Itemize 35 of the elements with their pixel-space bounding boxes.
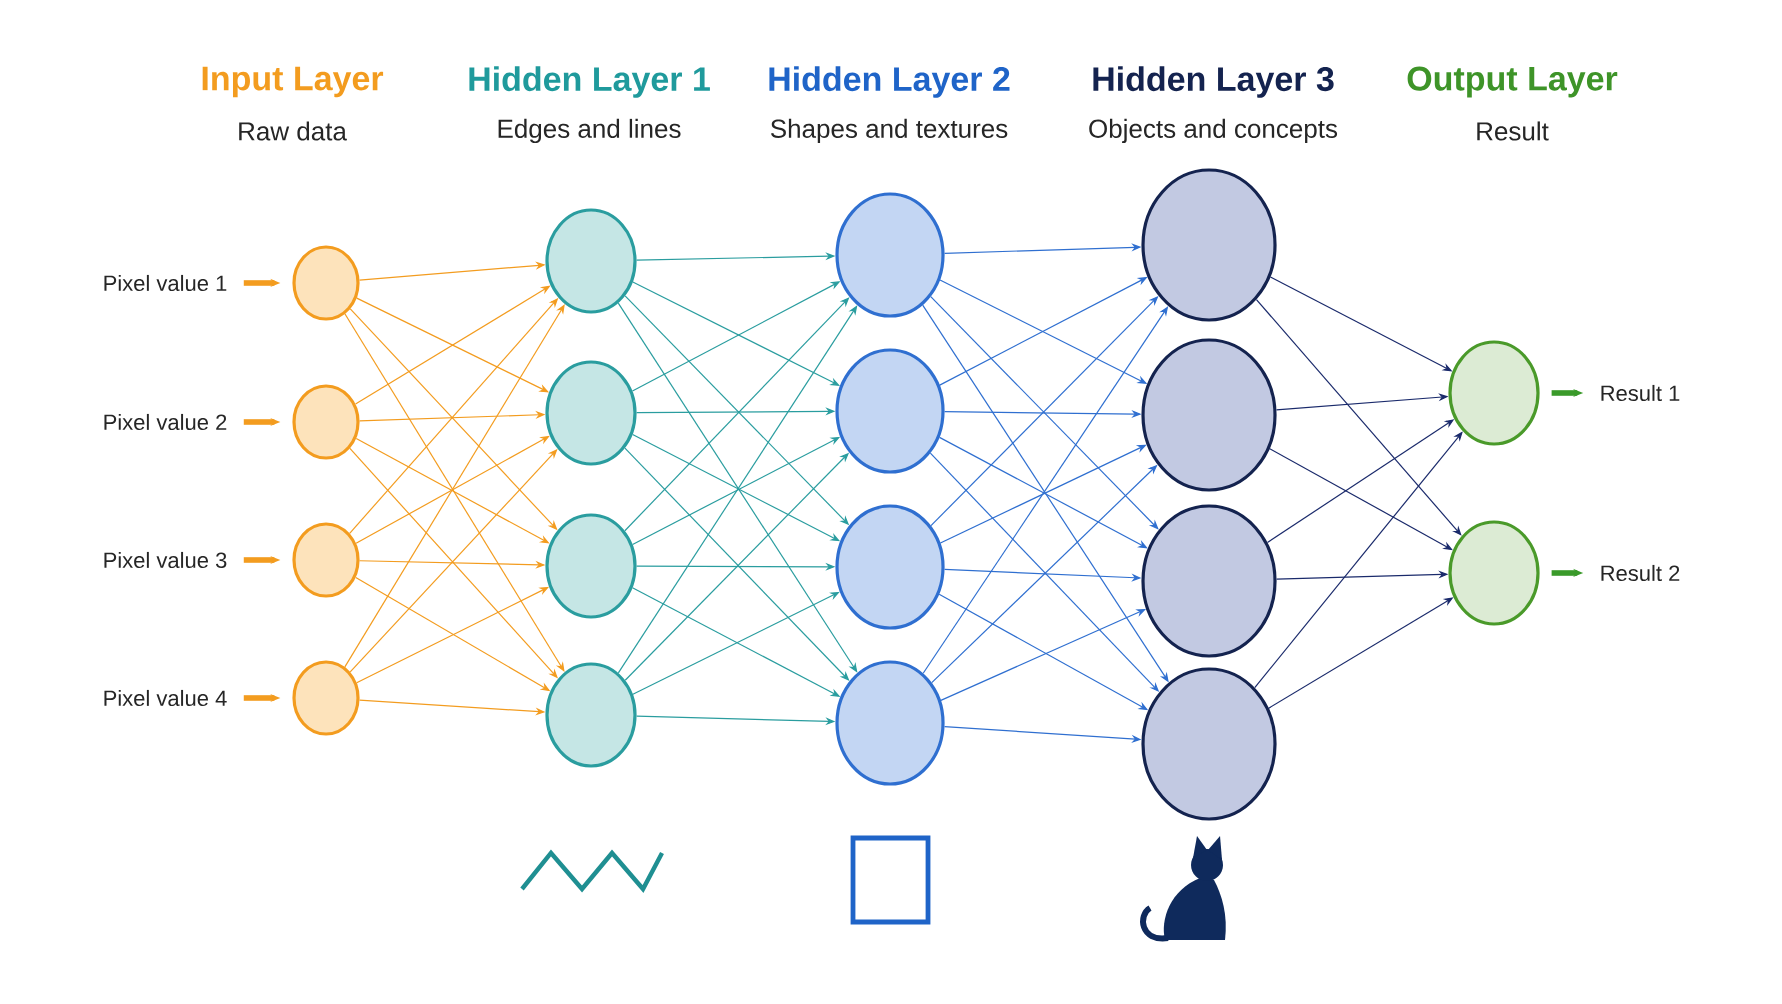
neuron-circle bbox=[1141, 504, 1277, 658]
layer-subtitle: Edges and lines bbox=[498, 118, 681, 144]
neuron-circle bbox=[1448, 340, 1540, 446]
layer-title: Output Layer bbox=[1407, 66, 1618, 98]
neuron-circle bbox=[1141, 168, 1277, 322]
neuron-circle bbox=[1448, 520, 1540, 626]
layer-title: Hidden Layer 3 bbox=[1093, 66, 1334, 98]
output-label: Result 1 bbox=[1601, 384, 1680, 402]
neuron-circle bbox=[835, 348, 945, 474]
input-label: Pixel value 2 bbox=[104, 413, 227, 431]
neuron-circle bbox=[1141, 667, 1277, 821]
input-label: Pixel value 4 bbox=[104, 689, 227, 707]
neuron-circle bbox=[292, 384, 360, 460]
layer-title: Hidden Layer 2 bbox=[769, 66, 1010, 98]
neuron-circle bbox=[292, 522, 360, 598]
layer-subtitle: Objects and concepts bbox=[1089, 118, 1338, 144]
neuron-circle bbox=[545, 360, 637, 466]
neuron-circle bbox=[835, 660, 945, 786]
neuron-circle bbox=[292, 245, 360, 321]
neuron-circle bbox=[1141, 338, 1277, 492]
layer-subtitle: Raw data bbox=[239, 121, 347, 141]
output-label: Result 2 bbox=[1601, 564, 1680, 582]
layer-subtitle: Result bbox=[1477, 121, 1549, 141]
input-label: Pixel value 3 bbox=[104, 551, 227, 569]
neuron-circle bbox=[545, 208, 637, 314]
neuron-circle bbox=[545, 513, 637, 619]
neuron-circle bbox=[292, 660, 360, 736]
arrow bbox=[1255, 298, 1462, 536]
layer-title: Input Layer bbox=[202, 66, 384, 98]
neuron-circle bbox=[835, 192, 945, 318]
neuron-circle bbox=[835, 504, 945, 630]
layer-title: Hidden Layer 1 bbox=[469, 66, 710, 98]
input-label: Pixel value 1 bbox=[104, 274, 227, 292]
layer-subtitle: Shapes and textures bbox=[770, 118, 1008, 144]
neuron-circle bbox=[545, 662, 637, 768]
